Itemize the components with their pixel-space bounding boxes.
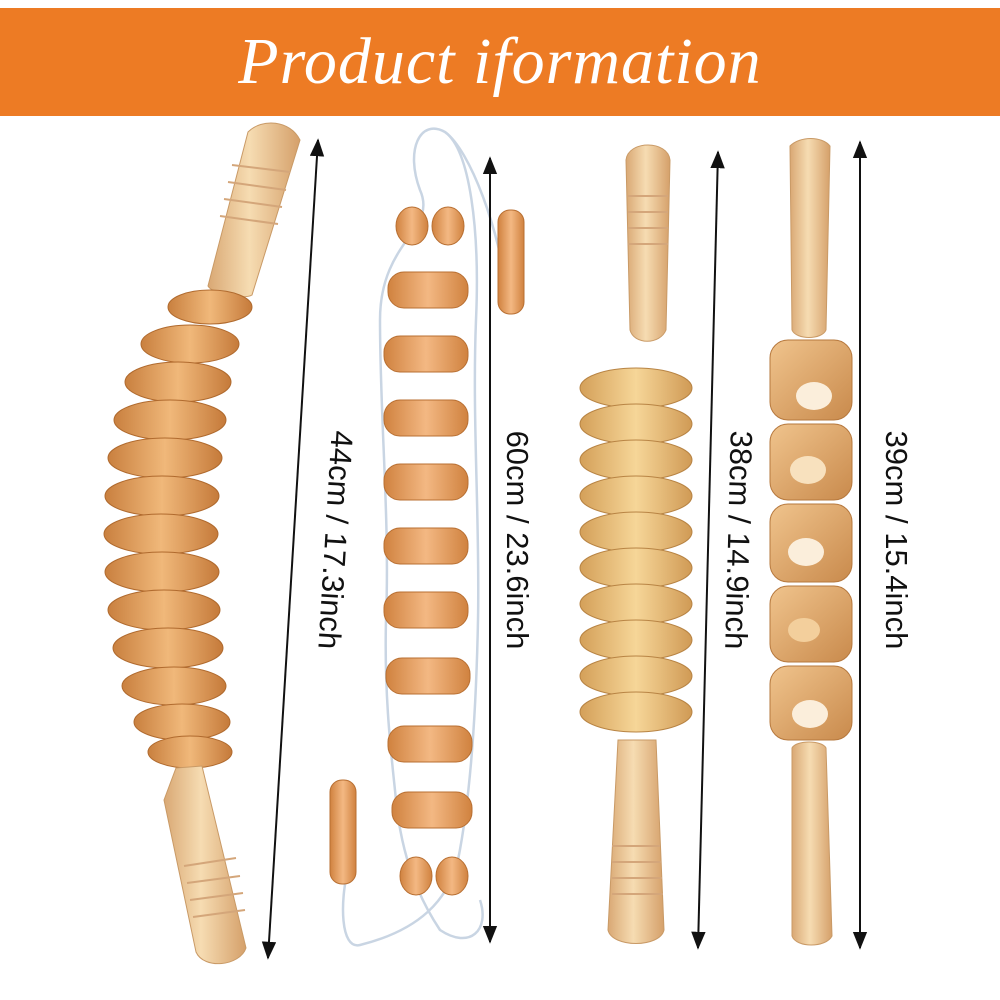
banner-title: Product iformation [238, 25, 762, 98]
rope-loop-right [341, 130, 480, 947]
cube-roller-bottom-handle [791, 741, 833, 946]
dimension-label-3: 38cm / 14.9inch [718, 430, 759, 650]
rope-roller-massager [329, 127, 525, 947]
curved-roller-bottom-handle [163, 765, 247, 965]
cube-roller-top-handle [789, 138, 831, 338]
straight-roller-bottom-handle [607, 739, 665, 944]
straight-roller-massager [579, 144, 693, 944]
curved-roller-wheels [103, 289, 253, 769]
rope-beads [383, 206, 473, 896]
cube-roller-massager [769, 138, 853, 946]
straight-roller-wheels [579, 367, 693, 733]
dimension-label-4: 39cm / 15.4inch [879, 430, 914, 650]
title-banner: Product iformation [0, 8, 1000, 116]
cube-roller-cubes [769, 339, 853, 741]
rope-handle-bottom [329, 779, 357, 885]
rope-handle-top [497, 209, 525, 315]
curved-roller-top-handle [207, 122, 301, 298]
curved-roller-massager [103, 122, 301, 965]
dimension-label-2: 60cm / 23.6inch [500, 430, 535, 650]
dimension-arrow-1 [261, 138, 325, 960]
dimension-arrow-3 [691, 150, 725, 950]
